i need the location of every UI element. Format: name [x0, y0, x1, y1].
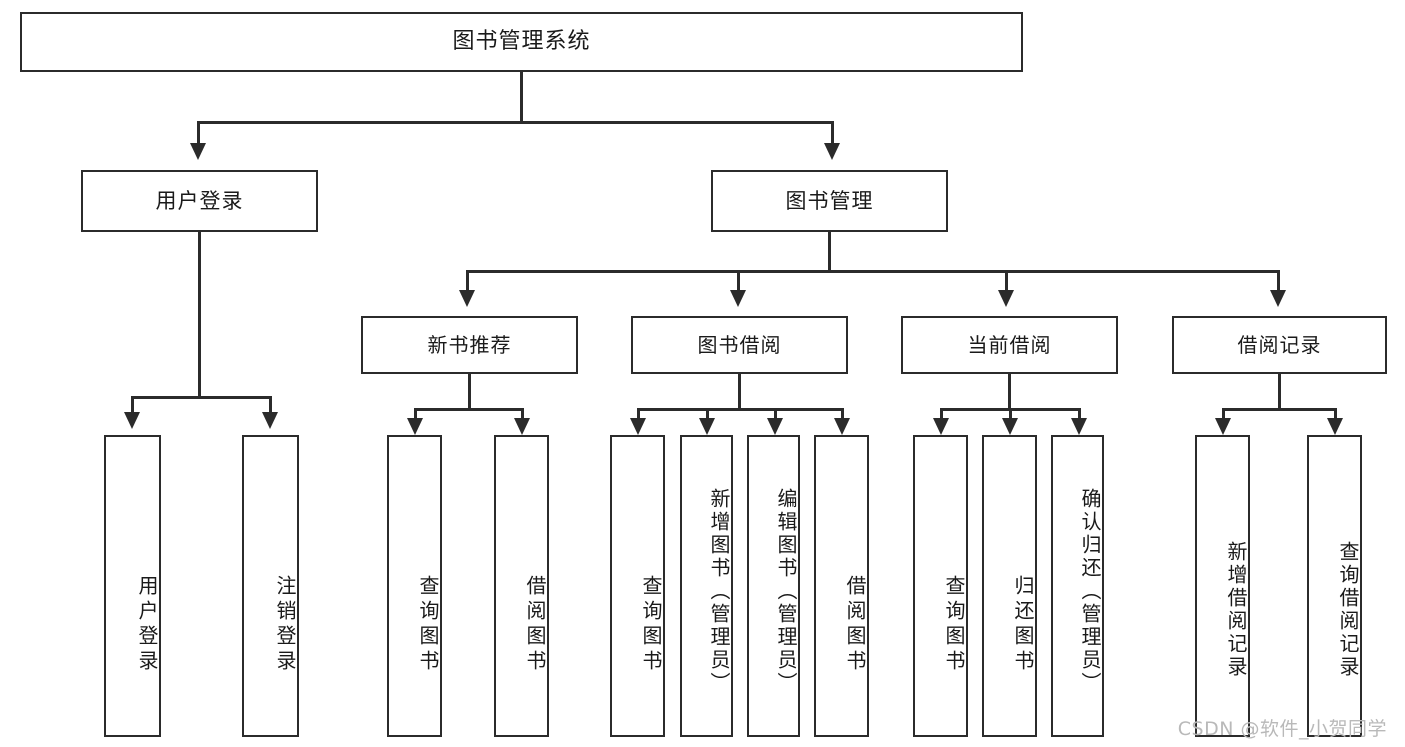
- connector-book-borrow-stem: [738, 374, 741, 410]
- connector-cb-to-leaf-1: [1009, 408, 1012, 422]
- arrowhead-new-book-leaf-1: [514, 418, 530, 435]
- leaf-current-borrow-query-books[interactable]: 查询图书: [913, 435, 968, 737]
- arrowhead-cb-leaf-1: [1002, 418, 1018, 435]
- node-user-login[interactable]: 用户登录: [81, 170, 318, 232]
- connector-user-login-to-leaf-1: [269, 396, 272, 414]
- connector-bm-to-borrow-record: [1277, 270, 1280, 292]
- node-book-management[interactable]: 图书管理: [711, 170, 948, 232]
- connector-bb-to-leaf-2: [774, 408, 777, 422]
- arrowhead-cb-leaf-0: [933, 418, 949, 435]
- connector-user-login-bus: [131, 396, 269, 399]
- arrowhead-bb-leaf-0: [630, 418, 646, 435]
- leaf-book-borrow-query-books[interactable]: 查询图书: [610, 435, 665, 737]
- connector-cb-to-leaf-0: [940, 408, 943, 422]
- leaf-current-borrow-return-books[interactable]: 归还图书: [982, 435, 1037, 737]
- node-new-book-recommend[interactable]: 新书推荐: [361, 316, 578, 374]
- connector-new-book-to-leaf-0: [414, 408, 417, 422]
- arrowhead-br-leaf-1: [1327, 418, 1343, 435]
- leaf-borrow-record-add-record[interactable]: 新增借阅记录: [1195, 435, 1250, 737]
- node-borrow-record[interactable]: 借阅记录: [1172, 316, 1387, 374]
- connector-user-login-to-leaf-0: [131, 396, 134, 414]
- connector-book-management-bus: [466, 270, 1280, 273]
- connector-new-book-to-leaf-1: [521, 408, 524, 422]
- connector-borrow-record-stem: [1278, 374, 1281, 410]
- connector-book-borrow-bus: [637, 408, 843, 411]
- arrowhead-new-book-leaf-0: [407, 418, 423, 435]
- arrowhead-cb-leaf-2: [1071, 418, 1087, 435]
- node-current-borrow[interactable]: 当前借阅: [901, 316, 1118, 374]
- connector-current-borrow-stem: [1008, 374, 1011, 410]
- leaf-book-borrow-add-book-admin[interactable]: 新增图书（管理员）: [680, 435, 733, 737]
- arrowhead-user-login-leaf-1: [262, 412, 278, 429]
- connector-bb-to-leaf-1: [706, 408, 709, 422]
- arrowhead-bb-leaf-2: [767, 418, 783, 435]
- connector-new-book-bus: [414, 408, 524, 411]
- connector-bb-to-leaf-3: [841, 408, 844, 422]
- leaf-book-borrow-edit-book-admin[interactable]: 编辑图书（管理员）: [747, 435, 800, 737]
- connector-bm-to-new-book: [466, 270, 469, 292]
- connector-br-to-leaf-1: [1334, 408, 1337, 422]
- connector-root-stem: [520, 72, 523, 122]
- connector-new-book-stem: [468, 374, 471, 410]
- leaf-user-login-logout[interactable]: 注销登录: [242, 435, 299, 737]
- connector-borrow-record-bus: [1222, 408, 1336, 411]
- leaf-new-book-borrow-books[interactable]: 借阅图书: [494, 435, 549, 737]
- node-book-borrow[interactable]: 图书借阅: [631, 316, 848, 374]
- arrowhead-bb-leaf-1: [699, 418, 715, 435]
- arrowhead-user-login-leaf-0: [124, 412, 140, 429]
- connector-bb-to-leaf-0: [637, 408, 640, 422]
- connector-root-to-book-management: [831, 121, 834, 145]
- leaf-book-borrow-borrow-books[interactable]: 借阅图书: [814, 435, 869, 737]
- arrowhead-user-login: [190, 143, 206, 160]
- arrowhead-book-borrow: [730, 290, 746, 307]
- arrowhead-book-management: [824, 143, 840, 160]
- connector-root-to-user-login: [197, 121, 200, 145]
- arrowhead-current-borrow: [998, 290, 1014, 307]
- connector-cb-to-leaf-2: [1078, 408, 1081, 422]
- arrowhead-bb-leaf-3: [834, 418, 850, 435]
- connector-bm-to-current-borrow: [1005, 270, 1008, 292]
- connector-bm-to-book-borrow: [737, 270, 740, 292]
- connector-br-to-leaf-0: [1222, 408, 1225, 422]
- leaf-new-book-query-books[interactable]: 查询图书: [387, 435, 442, 737]
- connector-book-management-stem: [828, 232, 831, 272]
- arrowhead-borrow-record: [1270, 290, 1286, 307]
- leaf-user-login-login[interactable]: 用户登录: [104, 435, 161, 737]
- leaf-current-borrow-confirm-return-admin[interactable]: 确认归还（管理员）: [1051, 435, 1104, 737]
- arrowhead-new-book: [459, 290, 475, 307]
- connector-user-login-stem: [198, 232, 201, 398]
- arrowhead-br-leaf-0: [1215, 418, 1231, 435]
- connector-root-bus: [197, 121, 834, 124]
- leaf-borrow-record-query-record[interactable]: 查询借阅记录: [1307, 435, 1362, 737]
- csdn-watermark: CSDN @软件_小贺同学: [1177, 718, 1387, 740]
- node-root-book-management-system[interactable]: 图书管理系统: [20, 12, 1023, 72]
